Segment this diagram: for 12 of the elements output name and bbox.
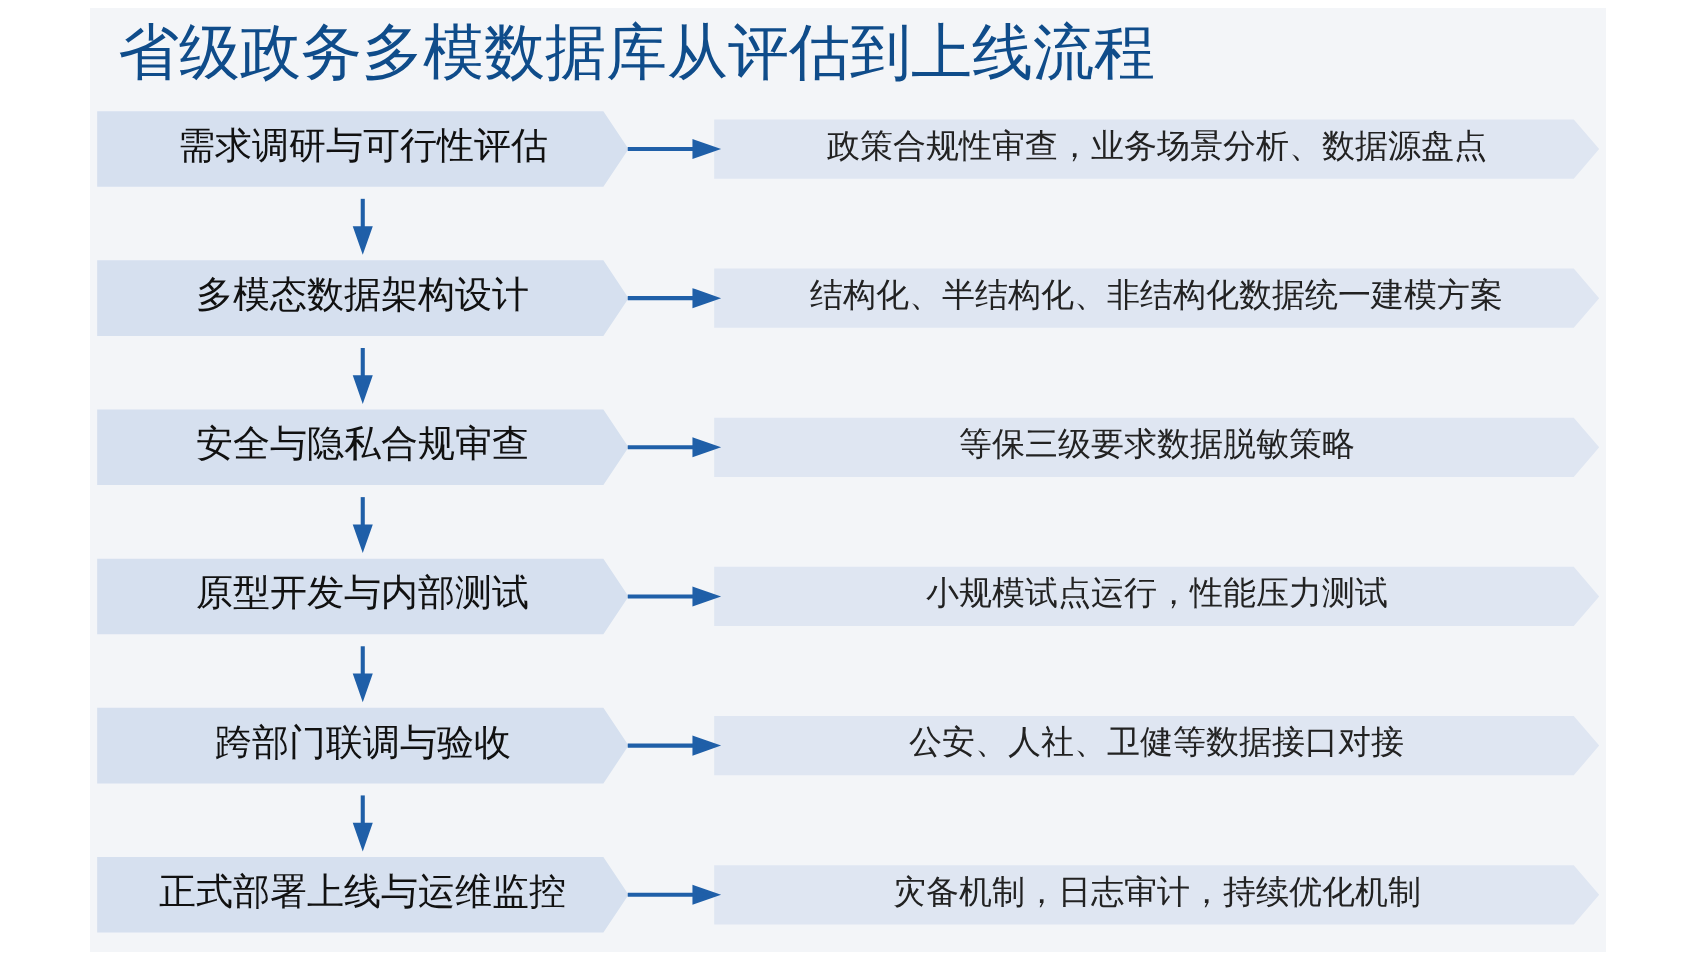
arrow	[627, 586, 722, 607]
arrow	[352, 347, 373, 404]
arrow	[627, 735, 722, 756]
arrow	[352, 198, 373, 255]
arrow	[627, 884, 722, 905]
arrow	[352, 646, 373, 703]
arrow	[352, 795, 373, 852]
arrow	[627, 288, 722, 309]
arrow	[627, 437, 722, 458]
diagram-title: 省级政务多模数据库从评估到上线流程	[118, 16, 1156, 88]
arrow	[627, 138, 722, 160]
arrow	[352, 497, 373, 554]
